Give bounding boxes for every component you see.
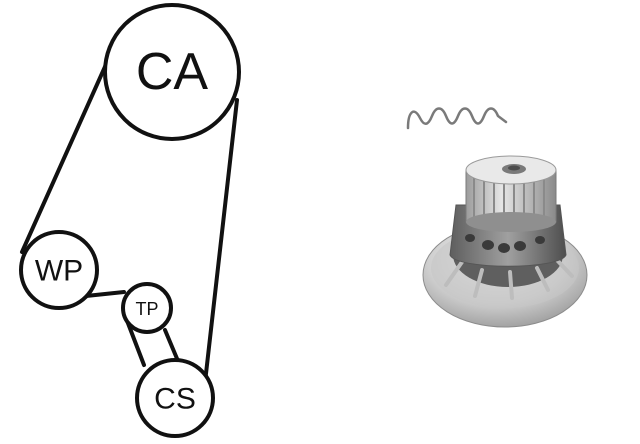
pulley-crankshaft: CS — [135, 358, 215, 438]
product-image — [406, 107, 588, 328]
pulley-label: TP — [135, 299, 158, 319]
pulley-tensioner: TP — [121, 282, 173, 334]
pulley-label: CA — [136, 43, 209, 101]
pulley-label: CS — [154, 383, 196, 416]
belt-routing-diagram: CA WP TP CS — [19, 3, 241, 438]
pulley-label: WP — [35, 255, 83, 288]
gasket-icon — [406, 107, 508, 130]
pulley-camshaft: CA — [103, 3, 241, 141]
pulley-water-pump: WP — [19, 230, 99, 310]
water-pump-icon — [422, 155, 588, 328]
